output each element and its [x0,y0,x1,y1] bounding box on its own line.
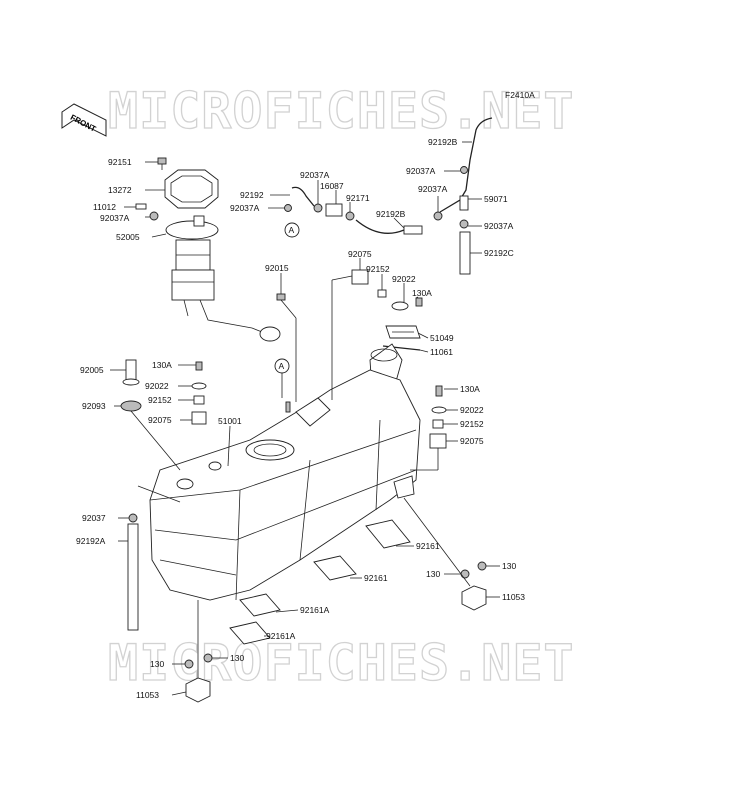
part-label: 92005 [80,365,104,375]
front-arrow-icon: FRONT [61,103,107,137]
part-label: 92037 [82,513,106,523]
part-label: 130 [230,653,244,663]
part-label: 130 [502,561,516,571]
breather-hose-assembly: A [284,117,493,275]
part-label: 92037A [418,184,448,194]
part-label: 92037A [484,221,514,231]
part-label: 11061 [430,347,453,357]
part-label: 92152 [366,264,390,274]
part-label: 130A [152,360,172,370]
part-label: 92093 [82,401,106,411]
part-label: 92022 [145,381,169,391]
part-label: 92161 [416,541,440,551]
part-label: 13272 [108,185,132,195]
part-label: 92075 [348,249,372,259]
part-label: 92192B [376,209,406,219]
part-label: 92037A [100,213,130,223]
part-label: 130A [460,384,480,394]
part-label: 16087 [320,181,344,191]
part-label: 92192 [240,190,264,200]
figure-code: F2410A [505,90,535,100]
part-label: 92037A [230,203,260,213]
part-label: 51001 [218,416,242,426]
part-label: 11053 [502,592,525,602]
part-labels: 92151 13272 11012 92037A 52005 92192 920… [76,137,525,700]
part-label: 92152 [148,395,172,405]
part-label: 11012 [93,202,116,212]
part-label: 92161A [300,605,330,615]
cap-assembly: A [274,269,423,397]
part-label: 92037A [406,166,436,176]
right-fittings [429,385,447,449]
fuel-pump-assembly [135,157,281,342]
part-label: 92171 [346,193,370,203]
tank-pads [229,519,411,645]
leader-lines [110,141,500,696]
part-label: 92022 [460,405,484,415]
part-label: 59071 [484,194,508,204]
mount-brackets [184,561,487,703]
part-label: 92037A [300,170,330,180]
part-label: 130A [412,288,432,298]
part-label: 52005 [116,232,140,242]
callout-a-mid: A [279,361,285,371]
part-label: 92192A [76,536,106,546]
part-label: 92161 [364,573,388,583]
part-label: 92022 [392,274,416,284]
part-label: 92151 [108,157,132,167]
part-label: 92075 [148,415,172,425]
part-label: 130 [150,659,164,669]
part-label: 92075 [460,436,484,446]
part-label: 51049 [430,333,454,343]
watermark-bottom: MICROFICHES.NET [108,634,575,692]
part-label: 92192C [484,248,514,258]
fuel-tank [149,369,421,601]
part-label: 11053 [136,690,159,700]
part-label: 92152 [460,419,484,429]
part-label: 92161A [266,631,296,641]
part-label: 130 [426,569,440,579]
part-label: 92015 [265,263,289,273]
part-label: 92192B [428,137,458,147]
callout-a-top: A [289,225,295,235]
watermark-top: MICROFICHES.NET [108,82,575,140]
